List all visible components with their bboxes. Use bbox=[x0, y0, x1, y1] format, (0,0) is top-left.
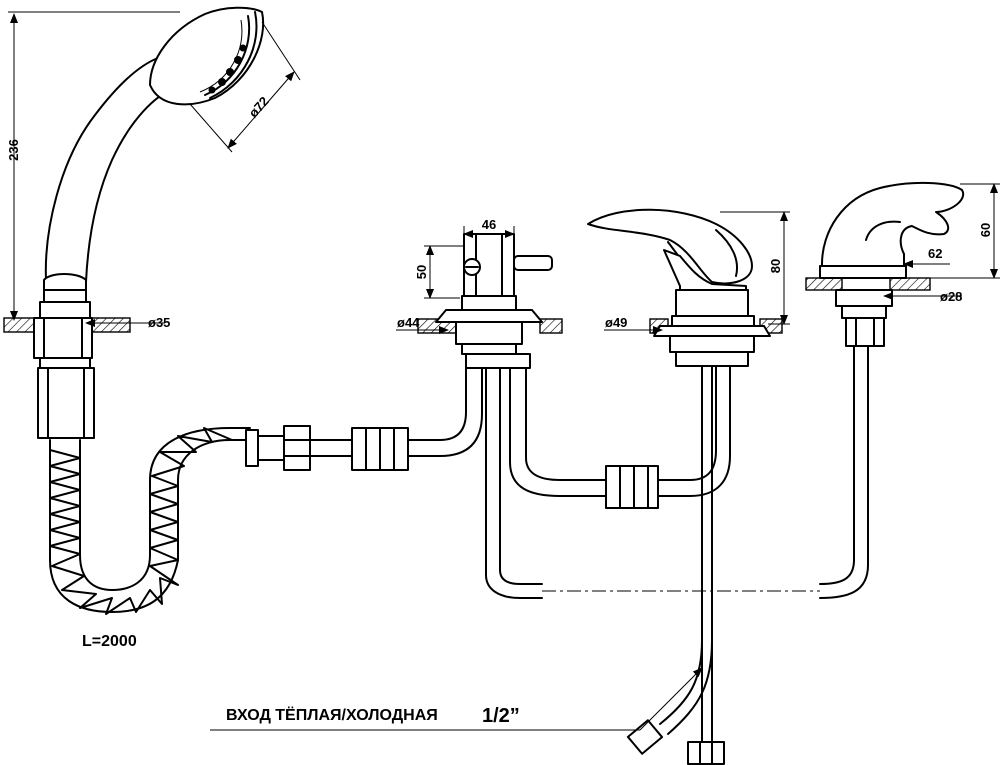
hose-length-label: L=2000 bbox=[82, 633, 137, 650]
diverter-flange bbox=[435, 309, 543, 323]
dimension-lines bbox=[8, 11, 1000, 731]
hose-nut bbox=[283, 425, 311, 471]
diverter-knob bbox=[513, 255, 553, 271]
rim-section bbox=[539, 318, 563, 334]
mixer-lever bbox=[587, 208, 753, 285]
diverter-connector bbox=[465, 353, 531, 369]
rim-section bbox=[805, 277, 843, 291]
diverter-base bbox=[455, 321, 523, 345]
inlet-note: ВХОД ТЁПЛАЯ/ХОЛОДНАЯ bbox=[226, 706, 438, 724]
mixer-body-lower bbox=[675, 289, 749, 317]
spout-connector bbox=[845, 317, 885, 347]
hose-pipe bbox=[309, 439, 353, 457]
diverter bbox=[435, 233, 553, 369]
dim-shower-base-diameter: ø35 bbox=[148, 315, 170, 330]
shower-hose-sleeve bbox=[37, 367, 95, 439]
hand-shower bbox=[33, 6, 265, 439]
pipes bbox=[407, 345, 869, 765]
dim-spout-height: 60 bbox=[978, 223, 993, 237]
dim-shower-head-diameter: ø72 bbox=[246, 94, 272, 121]
inlet-nut-left bbox=[626, 719, 664, 755]
mixer-nut bbox=[675, 351, 749, 367]
spout-body bbox=[821, 181, 965, 267]
hose-coupling bbox=[283, 425, 409, 471]
mixer-base bbox=[669, 335, 755, 353]
mixer-flange bbox=[653, 325, 771, 337]
hose-ferrule bbox=[245, 429, 259, 467]
rim-section bbox=[91, 317, 131, 333]
shower-holder-nut bbox=[39, 357, 91, 369]
shower-nut bbox=[43, 289, 87, 303]
dim-diverter-height: 50 bbox=[414, 265, 429, 279]
rim-section bbox=[889, 277, 931, 291]
dim-spout-reach: 62 bbox=[928, 246, 942, 261]
shower-hose bbox=[49, 427, 285, 615]
dim-spout-base-diameter: ø28 bbox=[940, 289, 962, 304]
mixer bbox=[587, 208, 771, 367]
shower-connector bbox=[43, 273, 87, 291]
spout-nut bbox=[841, 305, 887, 319]
shower-handle bbox=[44, 57, 171, 283]
pipe-coupling-nut bbox=[605, 465, 659, 509]
dim-mixer-base-diameter: ø49 bbox=[605, 315, 627, 330]
shower-nut bbox=[39, 301, 91, 319]
dim-diverter-base-diameter: ø44 bbox=[397, 315, 420, 330]
spout-nut bbox=[835, 289, 893, 307]
bath-spout bbox=[819, 181, 965, 347]
inlet-nut-right bbox=[687, 741, 725, 765]
rim-section bbox=[3, 317, 35, 333]
dim-diverter-width: 46 bbox=[482, 217, 496, 232]
spout-flange bbox=[819, 265, 907, 279]
inlet-size: 1/2” bbox=[482, 705, 520, 727]
diverter-nut bbox=[461, 343, 517, 355]
shower-holder-body bbox=[33, 317, 93, 359]
shower-head bbox=[149, 6, 265, 106]
dim-shower-height: 236 bbox=[6, 139, 21, 161]
dim-mixer-height: 80 bbox=[768, 259, 783, 273]
hose-ferrule bbox=[257, 435, 285, 461]
diverter-collar bbox=[461, 295, 517, 311]
mixer-collar bbox=[671, 315, 755, 327]
